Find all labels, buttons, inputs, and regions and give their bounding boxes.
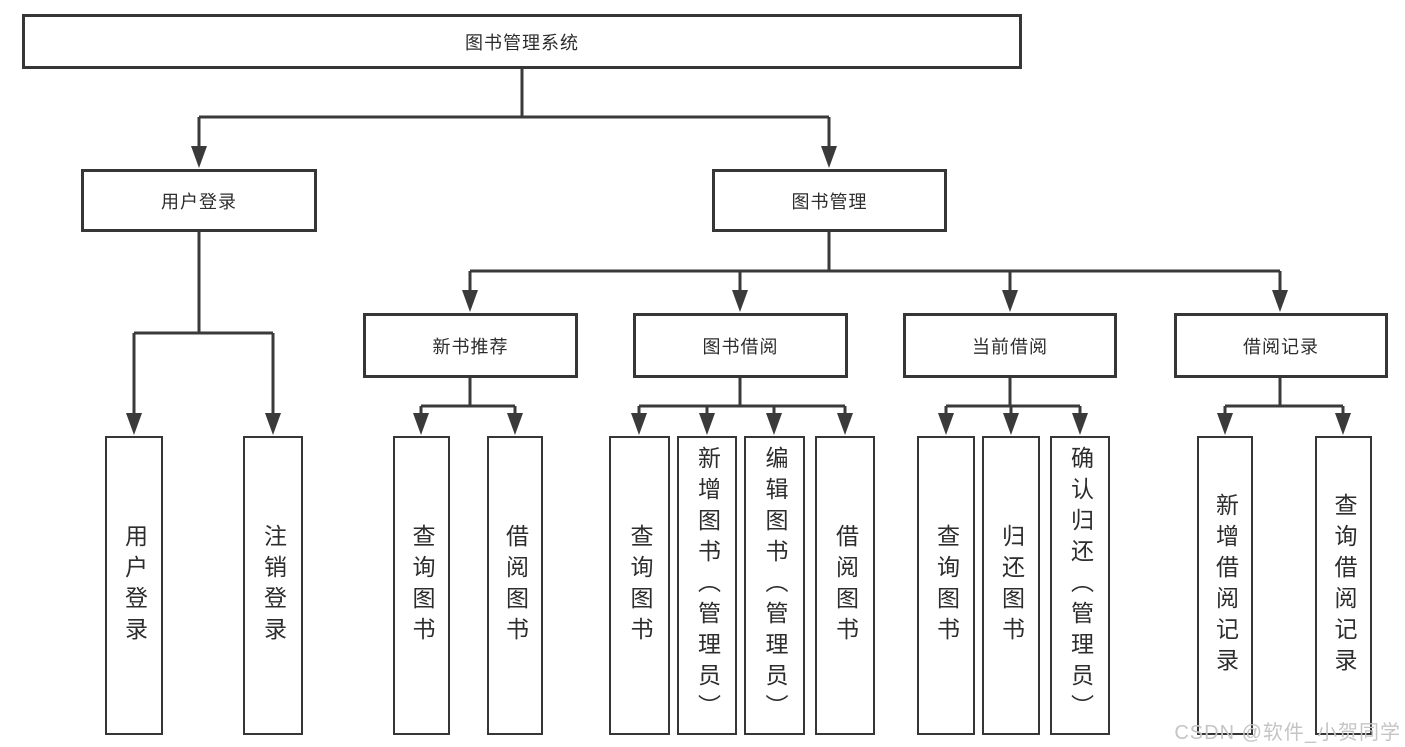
connector-borrowing-records-branch: [1223, 378, 1345, 414]
arrow-down-icon: [462, 290, 478, 312]
arrow-down-icon: [821, 146, 837, 168]
node-current-borrowing-label: 当前借阅: [972, 336, 1048, 357]
leaf-user-login-label: 用户登录: [121, 523, 148, 648]
arrow-down-icon: [191, 146, 207, 168]
arrow-down-icon: [1217, 413, 1233, 435]
connector-book-management-branch: [468, 232, 1282, 292]
leaf-records-query-record: 查询借阅记录: [1315, 436, 1372, 735]
leaf-borrowing-borrow-books: 借阅图书: [815, 436, 875, 735]
leaf-records-add-record: 新增借阅记录: [1197, 436, 1253, 735]
node-borrowing-records-label: 借阅记录: [1243, 336, 1319, 357]
leaf-borrowing-borrow-books-label: 借阅图书: [832, 523, 859, 648]
leaf-newbooks-borrow-books: 借阅图书: [487, 436, 543, 735]
connector-book-borrowing-branch: [637, 378, 847, 414]
arrow-down-icon: [1335, 413, 1351, 435]
leaf-newbooks-query-books: 查询图书: [393, 436, 450, 735]
arrow-down-icon: [1072, 413, 1088, 435]
node-book-borrowing-label: 图书借阅: [702, 336, 779, 357]
arrow-down-icon: [766, 413, 782, 435]
node-book-borrowing: 图书借阅: [633, 313, 848, 378]
leaf-current-confirm-return-admin-label: 确认归还（管理员）: [1067, 446, 1094, 725]
leaf-borrowing-edit-books-admin-label: 编辑图书（管理员）: [762, 446, 788, 725]
leaf-records-query-record-label: 查询借阅记录: [1331, 492, 1357, 679]
arrow-down-icon: [699, 413, 715, 435]
leaf-borrowing-query-books: 查询图书: [609, 436, 670, 735]
node-new-book-recommend: 新书推荐: [363, 313, 578, 378]
csdn-watermark: CSDN @软件_小贺同学: [1174, 722, 1401, 744]
leaf-logout-label: 注销登录: [260, 523, 287, 648]
arrowheads: [126, 146, 1351, 435]
leaf-borrowing-add-books-admin: 新增图书（管理员）: [677, 436, 737, 735]
connector-new-books-branch: [419, 378, 517, 414]
arrow-down-icon: [732, 290, 748, 312]
leaf-current-query-books-label: 查询图书: [933, 523, 960, 648]
arrow-down-icon: [126, 413, 142, 435]
leaf-borrowing-query-books-label: 查询图书: [627, 523, 653, 648]
arrow-down-icon: [507, 413, 523, 435]
leaf-current-query-books: 查询图书: [917, 436, 975, 735]
arrow-down-icon: [265, 413, 281, 435]
arrow-down-icon: [413, 413, 429, 435]
arrow-down-icon: [837, 413, 853, 435]
leaf-logout: 注销登录: [243, 436, 303, 735]
arrow-down-icon: [938, 413, 954, 435]
node-user-login-label: 用户登录: [161, 191, 237, 212]
leaf-borrowing-add-books-admin-label: 新增图书（管理员）: [694, 446, 721, 725]
leaf-current-confirm-return-admin: 确认归还（管理员）: [1050, 436, 1110, 735]
arrow-down-icon: [1272, 290, 1288, 312]
node-user-login: 用户登录: [81, 169, 317, 232]
node-library-system-label: 图书管理系统: [465, 32, 579, 53]
leaf-newbooks-query-books-label: 查询图书: [409, 523, 435, 648]
node-book-management-label: 图书管理: [791, 191, 868, 212]
arrow-down-icon: [1003, 413, 1019, 435]
node-current-borrowing: 当前借阅: [903, 313, 1117, 378]
leaf-records-add-record-label: 新增借阅记录: [1212, 492, 1239, 679]
connector-user-login-branch: [132, 232, 275, 414]
leaf-user-login: 用户登录: [105, 436, 163, 735]
leaf-current-return-books-label: 归还图书: [998, 523, 1025, 648]
node-book-management: 图书管理: [712, 169, 947, 232]
node-new-book-recommend-label: 新书推荐: [432, 336, 509, 357]
node-borrowing-records: 借阅记录: [1174, 313, 1388, 378]
arrow-down-icon: [631, 413, 647, 435]
connector-current-borrowing-branch: [944, 378, 1082, 414]
leaf-newbooks-borrow-books-label: 借阅图书: [502, 523, 529, 648]
leaf-borrowing-edit-books-admin: 编辑图书（管理员）: [744, 436, 805, 735]
leaf-current-return-books: 归还图书: [982, 436, 1040, 735]
connector-root-to-level2: [197, 69, 831, 148]
node-library-system: 图书管理系统: [22, 14, 1022, 69]
arrow-down-icon: [1002, 290, 1018, 312]
